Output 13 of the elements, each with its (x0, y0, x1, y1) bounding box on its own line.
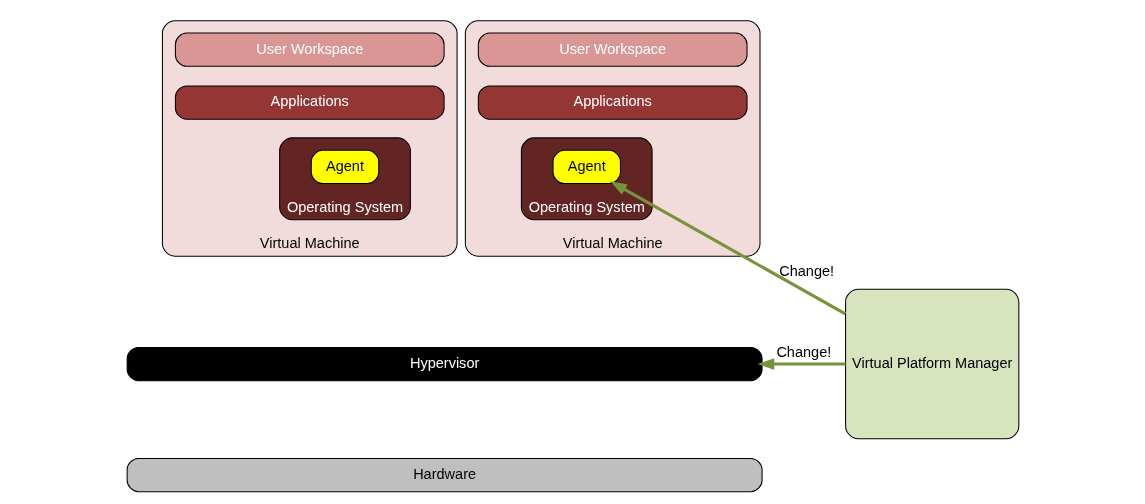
node-box: User Workspace (174, 32, 445, 67)
node-box: Applications (174, 85, 445, 120)
arrow (609, 181, 846, 316)
edge-label: Change! (778, 263, 834, 280)
node-box: Agent (310, 149, 379, 185)
node-box: Hypervisor (126, 346, 763, 382)
node-box: Hardware (126, 457, 763, 493)
edge-label: Change! (775, 343, 831, 360)
node-box: Virtual Platform Manager (844, 288, 1019, 440)
node-box: Agent (552, 149, 621, 185)
node-box: Applications (477, 85, 748, 120)
arrow (757, 358, 846, 370)
node-box: User Workspace (477, 32, 748, 67)
